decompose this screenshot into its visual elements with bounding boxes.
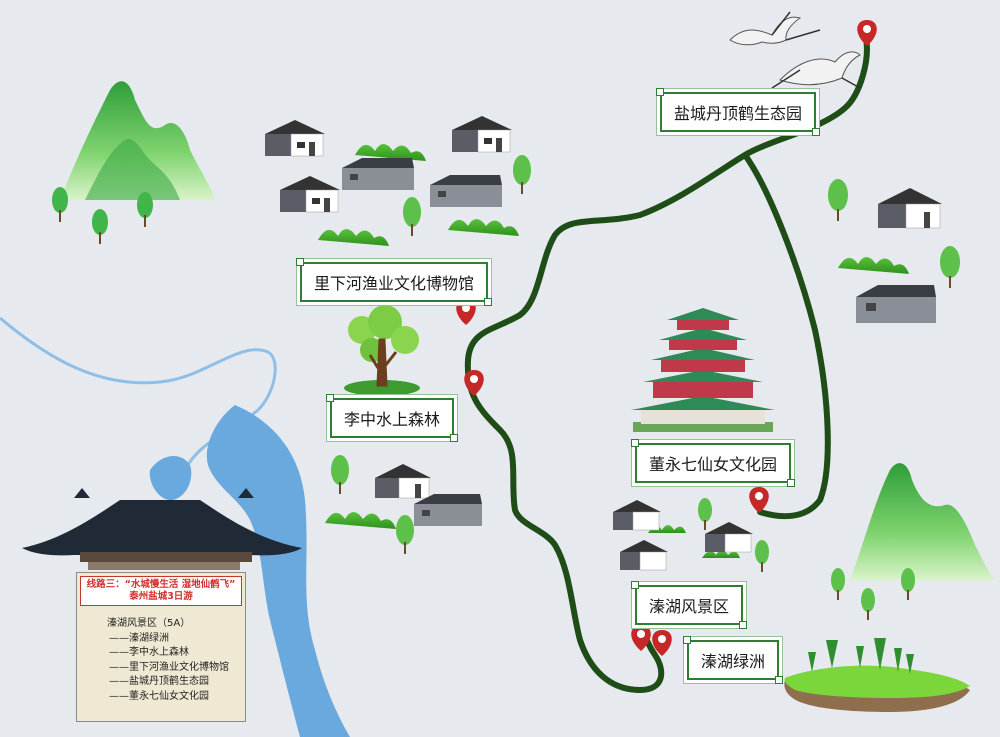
route-stop: ——里下河渔业文化博物馆 — [109, 661, 229, 673]
route-title: 线路三：“水城慢生活 湿地仙鹤飞” 泰州盐城3日游 — [80, 576, 242, 606]
route-stop-list: 溱湖风景区（5A） ——溱湖绿洲 ——李中水上森林 ——里下河渔业文化博物馆 —… — [107, 617, 229, 704]
route-stop: ——盐城丹顶鹤生态园 — [109, 676, 209, 687]
route-title-line1: 线路三：“水城慢生活 湿地仙鹤飞” — [86, 579, 236, 590]
location-label-dongyong-park: 董永七仙女文化园 — [630, 439, 796, 487]
grass-island-icon — [784, 638, 970, 712]
forest-tree-icon — [344, 305, 420, 396]
mountain-icon — [850, 463, 995, 580]
route-stop: ——董永七仙女文化园 — [109, 690, 209, 702]
pagoda-icon — [631, 308, 775, 432]
route-info-board: 线路三：“水城慢生活 湿地仙鹤飞” 泰州盐城3日游 溱湖风景区（5A） ——溱湖… — [76, 572, 246, 722]
location-label-crane-park: 盐城丹顶鹤生态园 — [655, 88, 821, 136]
route-heading: 溱湖风景区（5A） — [107, 618, 191, 629]
river — [0, 316, 350, 737]
pavilion-roof-icon — [22, 488, 302, 570]
house-icon — [265, 116, 942, 571]
route-stop: ——李中水上森林 — [109, 647, 189, 658]
route-title-line2: 泰州盐城3日游 — [129, 591, 193, 602]
tree-icon — [52, 155, 960, 620]
crane-icon — [729, 11, 861, 89]
route-stop: ——溱湖绿洲 — [109, 632, 169, 644]
location-label-water-forest: 李中水上森林 — [325, 394, 459, 442]
mountain-icon — [60, 81, 215, 200]
location-label-fishery-museum: 里下河渔业文化博物馆 — [295, 258, 493, 306]
location-label-qinhu-oasis: 溱湖绿洲 — [682, 636, 784, 684]
map-pin-icon — [456, 20, 877, 656]
location-label-qinhu-scenic: 溱湖风景区 — [630, 581, 748, 629]
bush-icon — [318, 144, 909, 558]
